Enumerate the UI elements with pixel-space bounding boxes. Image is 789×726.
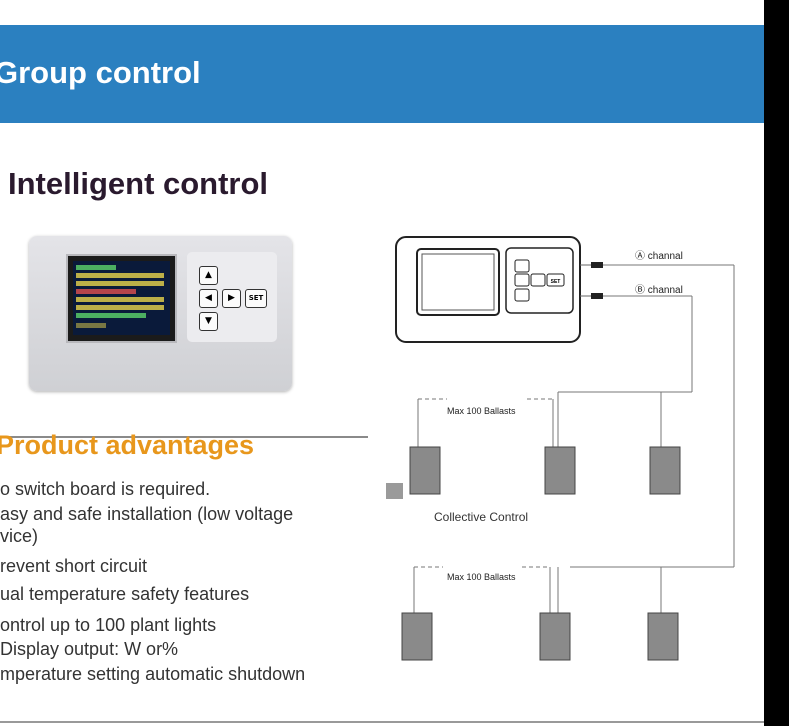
advantages-title: Product advantages bbox=[0, 430, 255, 460]
group-2-label: Max 100 Ballasts bbox=[447, 572, 516, 582]
banner-title: Group control bbox=[0, 55, 201, 90]
advantage-item: ontrol up to 100 plant lights bbox=[0, 615, 217, 635]
device-screen-bezel bbox=[66, 254, 177, 343]
device-keypad: ▲ ◀ ▶ SET ▼ bbox=[187, 252, 277, 342]
device-screen bbox=[73, 261, 170, 335]
bottom-divider bbox=[0, 721, 764, 723]
up-arrow-icon: ▲ bbox=[199, 266, 218, 285]
advantage-item: revent short circuit bbox=[0, 556, 148, 576]
left-arrow-icon: ◀ bbox=[199, 289, 218, 308]
diagram-controller bbox=[395, 236, 581, 343]
diagram-set-key: SET bbox=[551, 279, 561, 285]
wiring-diagram: SET Ⓐ channal Ⓑ channal Max 100 Ballasts… bbox=[395, 236, 735, 661]
diagram-caption: Collective Control bbox=[434, 510, 529, 524]
diagram-screen bbox=[416, 248, 500, 316]
advantage-item: ual temperature safety features bbox=[0, 584, 250, 604]
connector-a bbox=[591, 262, 603, 268]
section-heading: Intelligent control bbox=[8, 166, 269, 201]
ballast-6 bbox=[647, 612, 679, 661]
title-banner: Group control bbox=[0, 25, 764, 123]
ballast-2 bbox=[544, 446, 576, 495]
advantage-item: mperature setting automatic shutdown bbox=[0, 664, 306, 684]
advantage-item: Display output: W or% bbox=[0, 639, 179, 659]
advantage-item: vice) bbox=[0, 526, 39, 546]
right-arrow-icon: ▶ bbox=[222, 289, 241, 308]
ballast-3 bbox=[649, 446, 681, 495]
channel-a-label: Ⓐ channal bbox=[635, 250, 683, 262]
down-arrow-icon: ▼ bbox=[199, 312, 218, 331]
ballast-1 bbox=[409, 446, 441, 495]
advantage-item: asy and safe installation (low voltage bbox=[0, 504, 294, 524]
connector-b bbox=[591, 293, 603, 299]
channel-b-label: Ⓑ channal bbox=[635, 284, 683, 296]
right-edge-strip bbox=[764, 0, 789, 726]
ballast-4 bbox=[401, 612, 433, 661]
gray-square-marker bbox=[386, 483, 403, 499]
set-key: SET bbox=[245, 289, 267, 308]
controller-device-photo: ▲ ◀ ▶ SET ▼ bbox=[29, 236, 292, 391]
diagram-keypad bbox=[505, 247, 574, 314]
group-1-label: Max 100 Ballasts bbox=[447, 406, 516, 416]
ballast-5 bbox=[539, 612, 571, 661]
section-divider bbox=[0, 436, 368, 438]
advantage-item: o switch board is required. bbox=[0, 479, 211, 499]
